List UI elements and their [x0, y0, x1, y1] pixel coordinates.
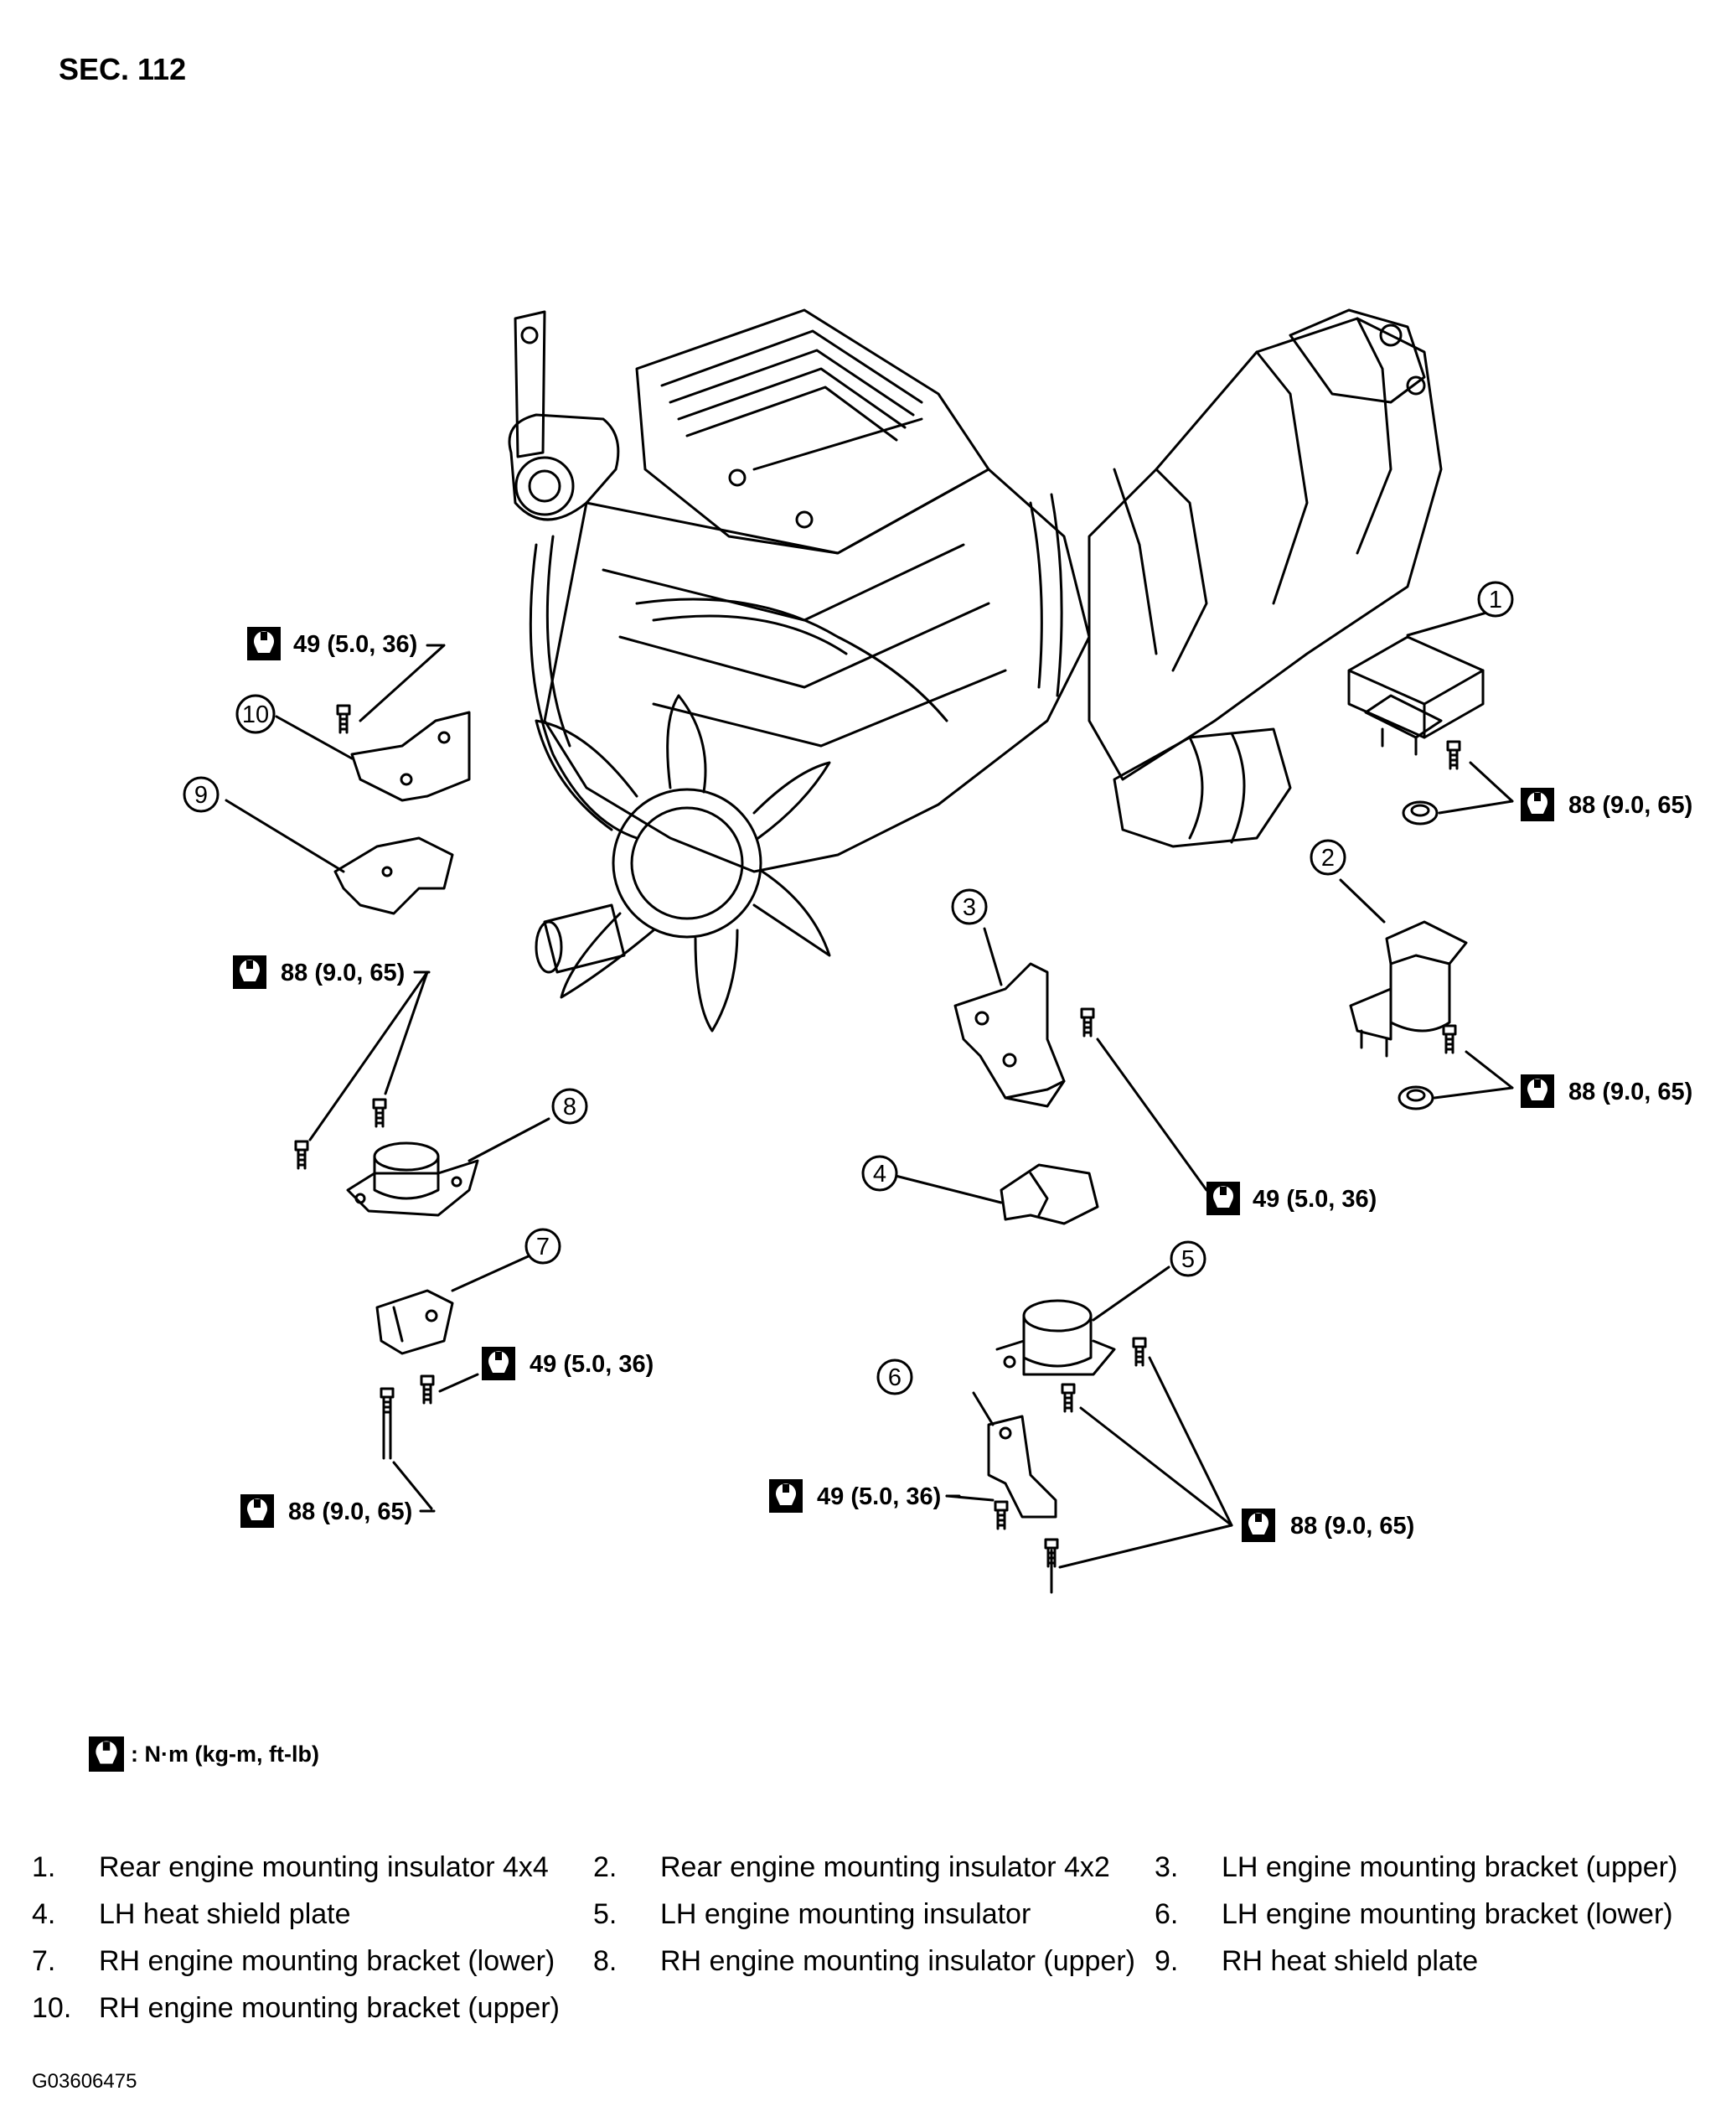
callout-9: 9: [183, 776, 220, 813]
torque-label-rh-bracket-upper: 49 (5.0, 36): [245, 625, 444, 662]
svg-text:5: 5: [1181, 1246, 1195, 1273]
svg-text:88 (9.0, 65): 88 (9.0, 65): [1568, 1079, 1692, 1105]
image-code: G03606475: [32, 2070, 137, 2093]
part-8-rh-insulator-upper: [294, 970, 550, 1217]
torque-wrench-icon: [1519, 1073, 1556, 1110]
torque-wrench-icon: [239, 1493, 276, 1529]
parts-row: 4.LH heat shield plate 5.LH engine mount…: [32, 1891, 1716, 1938]
list-item: 2.Rear engine mounting insulator 4x2: [593, 1850, 1110, 1883]
list-item: 3.LH engine mounting bracket (upper): [1155, 1850, 1678, 1883]
torque-label-lh-bracket-upper: 49 (5.0, 36): [1205, 1180, 1377, 1217]
torque-label-rh-long-bolt: 88 (9.0, 65): [239, 1493, 436, 1529]
svg-text:88 (9.0, 65): 88 (9.0, 65): [281, 960, 405, 986]
engine-mount-diagram: 1 2 3 4 5 6 7 8 9 10 49 (5.0, 36) 88 (9.…: [183, 308, 1692, 1594]
part-1-rear-insulator-4x4: [1347, 608, 1514, 826]
part-6-lh-bracket-lower: [945, 1391, 1059, 1594]
torque-label-lh-insulator: 88 (9.0, 65): [1240, 1507, 1414, 1544]
parts-row: 10.RH engine mounting bracket (upper): [32, 1985, 1716, 2031]
callout-5: 5: [1170, 1240, 1206, 1277]
callout-10: 10: [235, 694, 276, 734]
svg-text:88 (9.0, 65): 88 (9.0, 65): [288, 1498, 412, 1525]
svg-text:49 (5.0, 36): 49 (5.0, 36): [293, 631, 417, 658]
list-item: 4.LH heat shield plate: [32, 1897, 351, 1930]
part-2-rear-insulator-4x2: [1339, 878, 1514, 1110]
callout-4: 4: [861, 1155, 898, 1192]
svg-text:9: 9: [194, 782, 208, 809]
callout-2: 2: [1310, 839, 1346, 876]
svg-text:2: 2: [1321, 845, 1335, 872]
svg-text:6: 6: [888, 1364, 902, 1391]
list-item: 9.RH heat shield plate: [1155, 1944, 1479, 1977]
part-10-rh-bracket-upper: [275, 644, 471, 802]
torque-wrench-icon: [1205, 1180, 1242, 1217]
parts-row: 7.RH engine mounting bracket (lower) 8.R…: [32, 1938, 1716, 1985]
torque-label-rear-insulator-4x2: 88 (9.0, 65): [1519, 1073, 1692, 1110]
svg-text:7: 7: [536, 1234, 550, 1260]
callout-circles: 1 2 3 4 5 6 7 8 9 10: [183, 581, 1514, 1395]
torque-wrench-icon: [767, 1478, 804, 1514]
part-5-lh-insulator: [995, 1265, 1170, 1413]
callout-6: 6: [876, 1359, 913, 1395]
callout-7: 7: [524, 1228, 561, 1265]
parts-row: 1.Rear engine mounting insulator 4x4 2.R…: [32, 1844, 1716, 1891]
svg-text:8: 8: [563, 1094, 576, 1121]
part-9-rh-heat-shield: [225, 799, 454, 915]
svg-text:10: 10: [242, 701, 269, 728]
parts-list: 1.Rear engine mounting insulator 4x4 2.R…: [32, 1844, 1716, 2031]
torque-legend: : N·m (kg-m, ft-lb): [89, 1736, 319, 1772]
callout-3: 3: [951, 888, 988, 925]
torque-wrench-icon: [1240, 1507, 1277, 1544]
list-item: 7.RH engine mounting bracket (lower): [32, 1944, 555, 1977]
engine-assembly: [508, 308, 1443, 1033]
list-item: 10.RH engine mounting bracket (upper): [32, 1991, 560, 2024]
torque-wrench-icon: [231, 954, 268, 991]
list-item: 5.LH engine mounting insulator: [593, 1897, 1031, 1930]
torque-label-rh-insulator-upper: 88 (9.0, 65): [231, 954, 431, 991]
part-7-rh-bracket-lower: [375, 1253, 534, 1510]
svg-text:49 (5.0, 36): 49 (5.0, 36): [1253, 1186, 1377, 1213]
svg-text:49 (5.0, 36): 49 (5.0, 36): [817, 1483, 941, 1510]
svg-text:88 (9.0, 65): 88 (9.0, 65): [1568, 792, 1692, 819]
svg-text:1: 1: [1489, 587, 1502, 613]
torque-label-lh-bracket-lower: 49 (5.0, 36): [767, 1478, 961, 1514]
legend-text: : N·m (kg-m, ft-lb): [131, 1741, 319, 1767]
svg-text:3: 3: [963, 894, 976, 921]
svg-text:49 (5.0, 36): 49 (5.0, 36): [530, 1351, 654, 1378]
part-3-lh-bracket-upper: [953, 927, 1208, 1192]
torque-wrench-icon: [89, 1736, 124, 1772]
cooling-fan: [535, 694, 831, 1033]
svg-text:4: 4: [873, 1161, 886, 1188]
torque-wrench-icon: [480, 1345, 517, 1382]
list-item: 6.LH engine mounting bracket (lower): [1155, 1897, 1673, 1930]
list-item: 1.Rear engine mounting insulator 4x4: [32, 1850, 549, 1883]
torque-label-rear-insulator-4x4: 88 (9.0, 65): [1519, 786, 1692, 823]
callout-1: 1: [1477, 581, 1514, 618]
svg-text:88 (9.0, 65): 88 (9.0, 65): [1290, 1513, 1414, 1540]
section-title: SEC. 112: [59, 52, 187, 86]
callout-8: 8: [551, 1088, 588, 1125]
torque-label-rh-bracket-lower: 49 (5.0, 36): [480, 1345, 654, 1382]
torque-labels: 49 (5.0, 36) 88 (9.0, 65) 88 (9.0, 65) 4…: [231, 625, 1692, 1544]
list-item: 8.RH engine mounting insulator (upper): [593, 1944, 1135, 1977]
torque-wrench-icon: [1519, 786, 1556, 823]
part-4-lh-heat-shield: [891, 1163, 1099, 1225]
torque-wrench-icon: [245, 625, 282, 662]
